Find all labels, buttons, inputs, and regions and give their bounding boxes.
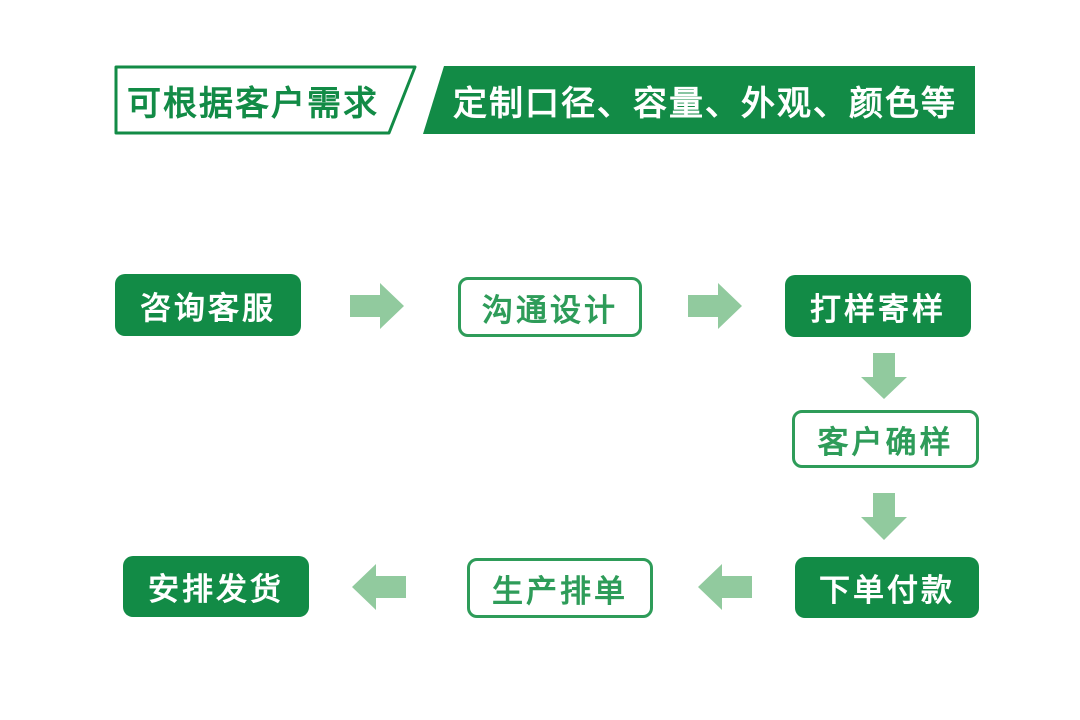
step-consult-service: 咨询客服	[115, 274, 301, 336]
step-production-schedule: 生产排单	[467, 558, 653, 618]
step-place-order-payment: 下单付款	[795, 557, 979, 618]
header-ribbon-right-label: 定制口径、容量、外观、颜色等	[453, 83, 957, 124]
arrow-right-icon	[688, 283, 742, 329]
arrow-down-icon	[861, 353, 907, 399]
step-arrange-shipping: 安排发货	[123, 556, 309, 617]
arrow-down-icon	[861, 493, 907, 540]
arrow-left-icon	[352, 564, 406, 610]
step-make-and-mail-sample: 打样寄样	[785, 275, 971, 337]
step-customer-confirm-sample: 客户确样	[792, 410, 979, 468]
header-ribbon-left-label: 可根据客户需求	[127, 83, 379, 124]
arrow-right-icon	[350, 283, 404, 329]
step-communicate-design: 沟通设计	[458, 277, 642, 337]
arrow-left-icon	[698, 564, 752, 610]
